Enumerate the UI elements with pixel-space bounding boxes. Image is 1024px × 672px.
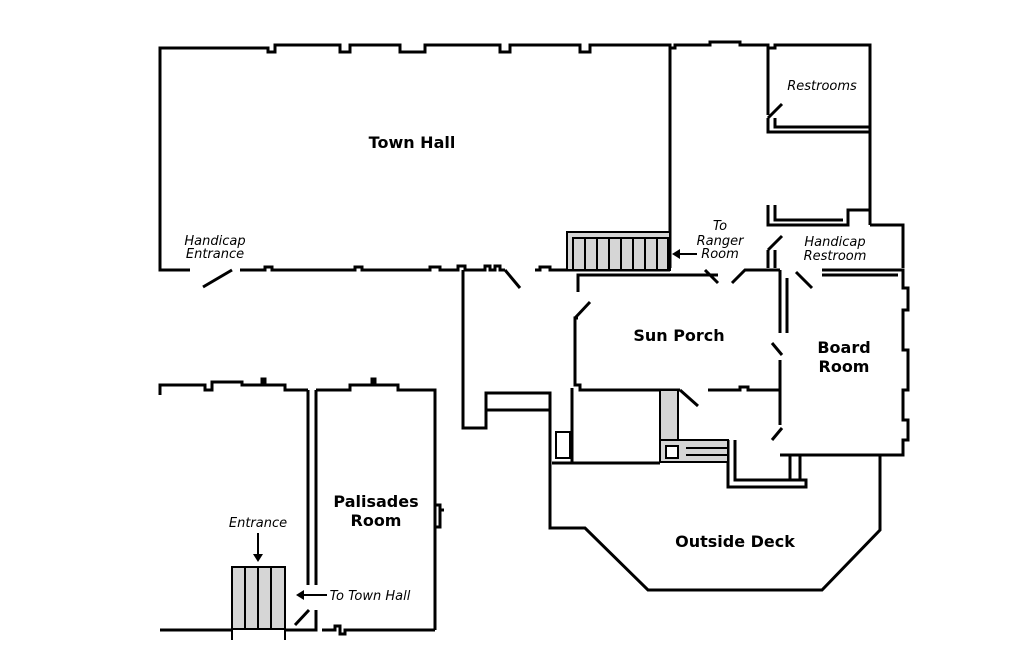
sun-porch-stairs [659, 389, 729, 463]
outside-deck-label: Outside Deck [675, 532, 795, 551]
palisades-room-walls [158, 377, 444, 636]
handicap-restroom-note-line1: Handicap [804, 235, 865, 250]
corridor-walls [461, 270, 552, 430]
handicap-entrance-note-line1: Handicap [184, 234, 245, 249]
palisades-room-label-line1: Palisades [333, 492, 418, 511]
to-ranger-note-line2: Ranger [697, 234, 745, 249]
restroom-walls [670, 40, 905, 268]
town-hall-stairs [566, 231, 671, 271]
board-room-label-line2: Room [819, 357, 870, 376]
entrance-stairs [231, 566, 286, 640]
entrance-arrow-icon [253, 533, 263, 562]
to-town-hall-arrow-icon [296, 590, 327, 600]
board-room-label-line1: Board [817, 338, 870, 357]
sun-porch-walls [573, 268, 784, 441]
entrance-note: Entrance [229, 516, 287, 531]
town-hall-label: Town Hall [369, 133, 456, 152]
storage-box [555, 431, 571, 459]
handicap-entrance-note-line2: Entrance [186, 247, 244, 262]
to-ranger-note-line3: Room [701, 247, 739, 262]
sun-porch-label: Sun Porch [633, 326, 724, 345]
board-room-walls [778, 268, 910, 457]
restrooms-note: Restrooms [787, 79, 857, 94]
to-town-hall-note: To Town Hall [330, 589, 411, 604]
to-ranger-arrow-icon [672, 249, 697, 259]
outside-deck-walls [548, 388, 882, 592]
palisades-room-label-line2: Room [351, 511, 402, 530]
to-ranger-note-line1: To [713, 219, 727, 234]
handicap-restroom-note-line2: Restroom [804, 249, 867, 264]
